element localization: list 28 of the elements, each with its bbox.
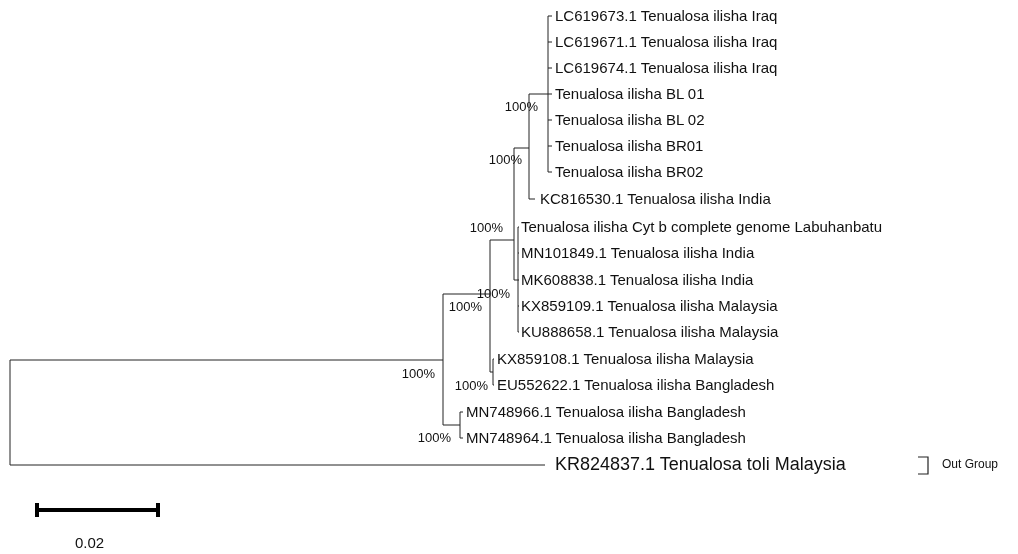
taxon-label: KX859109.1 Tenualosa ilisha Malaysia: [521, 297, 778, 315]
taxon-label: MN101849.1 Tenualosa ilisha India: [521, 244, 755, 262]
scale-label: 0.02: [75, 534, 105, 552]
taxon-label: LC619673.1 Tenualosa ilisha Iraq: [555, 7, 778, 25]
taxon-label: LC619674.1 Tenualosa ilisha Iraq: [555, 59, 778, 77]
taxon-label: Tenualosa ilisha BL 01: [555, 85, 705, 103]
taxon-label: Tenualosa ilisha BL 02: [555, 111, 705, 129]
taxon-label: EU552622.1 Tenualosa ilisha Bangladesh: [497, 376, 775, 394]
taxon-label: MK608838.1 Tenualosa ilisha India: [521, 271, 754, 289]
group-label: Out Group: [942, 458, 999, 472]
taxon-label: KR824837.1 Tenualosa toli Malaysia: [555, 455, 846, 475]
bootstrap-value: 100%: [417, 430, 451, 446]
bootstrap-value: 100%: [448, 299, 482, 315]
bootstrap-value: 100%: [476, 286, 510, 302]
taxon-label: MN748966.1 Tenualosa ilisha Bangladesh: [466, 403, 746, 421]
taxon-label: Tenualosa ilisha Cyt b complete genome Labuhanbatu: [521, 218, 883, 236]
taxon-label: Tenualosa ilisha BR02: [555, 163, 704, 181]
bootstrap-value: 100%: [469, 220, 503, 236]
taxon-label: KU888658.1 Tenualosa ilisha Malaysia: [521, 323, 779, 341]
taxon-label: KC816530.1 Tenualosa ilisha India: [540, 190, 771, 208]
bootstrap-value: 100%: [401, 366, 435, 382]
taxon-label: LC619671.1 Tenualosa ilisha Iraq: [555, 33, 778, 51]
taxon-label: KX859108.1 Tenualosa ilisha Malaysia: [497, 350, 754, 368]
bootstrap-value: 100%: [504, 99, 538, 115]
bootstrap-value: 100%: [454, 378, 488, 394]
taxon-label: Tenualosa ilisha BR01: [555, 137, 704, 155]
bootstrap-value: 100%: [488, 152, 522, 168]
taxon-label: MN748964.1 Tenualosa ilisha Bangladesh: [466, 429, 746, 447]
